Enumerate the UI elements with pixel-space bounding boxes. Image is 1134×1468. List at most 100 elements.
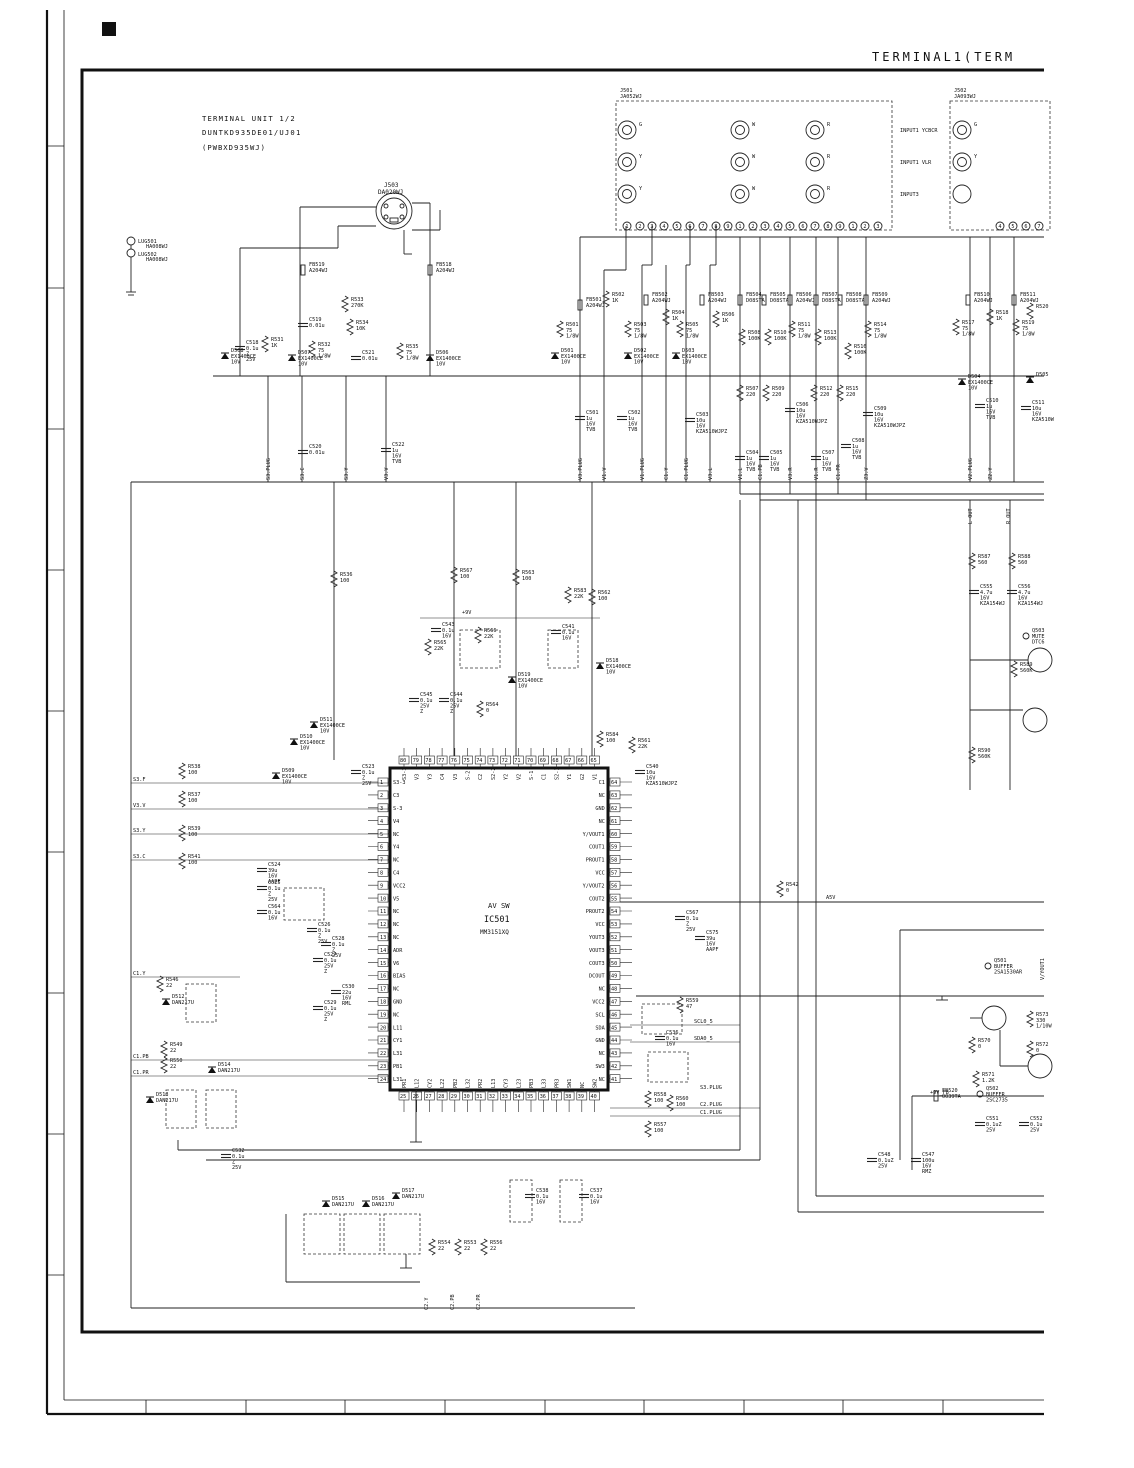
- component-value: 100: [654, 1128, 663, 1134]
- component-value: 75: [566, 328, 572, 334]
- component-ref: R590: [978, 748, 991, 754]
- component-value: 560K: [1020, 668, 1033, 674]
- rca-jack-outer: [805, 120, 825, 140]
- ic-pin-name: Y/VOUT1: [583, 832, 605, 838]
- component-value: 1/8W: [798, 334, 811, 340]
- component-value: EX1400CE: [968, 380, 993, 386]
- component-ref: R584: [606, 732, 619, 738]
- ic501-labels: AV SW IC501 MM3151XQ: [480, 901, 510, 936]
- net-label: V1.PLUG: [640, 458, 646, 480]
- ic-pin-name: PR2: [478, 1079, 484, 1088]
- svg-text:S3.F: S3.F: [133, 777, 146, 783]
- net-label: V1.R: [814, 467, 820, 480]
- component-ref: C503: [696, 412, 709, 418]
- ic-pin-name: S2-1: [554, 768, 560, 781]
- j501-pin-number: 8: [826, 224, 829, 230]
- component-value: 10V: [436, 362, 445, 368]
- component-value: 100: [522, 576, 531, 582]
- resistor-symbol: [1025, 1040, 1035, 1058]
- ic-pin-box: [609, 1061, 621, 1071]
- resistor-symbol: [985, 308, 995, 326]
- ic-pin-box: [436, 755, 448, 765]
- component-ref: R502: [612, 292, 625, 298]
- ic-pin-box: [512, 1091, 524, 1101]
- rca-jack-outer: [730, 120, 750, 140]
- component-value: 0.1uZ: [986, 1122, 1002, 1128]
- component-ref: D517: [402, 1188, 415, 1194]
- ferrite-bead-symbol: [761, 294, 767, 306]
- component-value: 1/8W: [686, 334, 699, 340]
- component-value: 330: [1036, 1018, 1045, 1024]
- ic-pin-name: PB2: [453, 1079, 459, 1088]
- ic-pin-name: L31: [393, 1077, 402, 1083]
- component-value: 100: [340, 578, 349, 584]
- ic-pin-number: 19: [380, 1012, 386, 1018]
- j501-jack-block: J501 JA052WJ INPUT1 YCBCR INPUT1 VLR INP…: [615, 88, 938, 231]
- ic-pin-number: 4: [380, 819, 383, 825]
- component-value: 16V: [1032, 412, 1041, 418]
- j501-pin-number: 4: [776, 224, 779, 230]
- component-ref: C511: [1032, 400, 1045, 406]
- component-value: BUFFER: [986, 1092, 1006, 1098]
- ic-pin-number: 15: [380, 961, 386, 967]
- component-value: 22: [170, 1048, 176, 1054]
- resistor-symbol: [155, 975, 165, 993]
- component-value: 0.1u: [420, 698, 433, 704]
- ic-pin-box: [576, 1091, 588, 1101]
- component-ref: R504: [672, 310, 685, 316]
- ic-pin-number: 24: [380, 1077, 386, 1083]
- resistor-symbol: [763, 328, 773, 346]
- ic-pin-number: 64: [611, 780, 617, 786]
- j501-pin-circle: [635, 221, 645, 231]
- component-value: 560: [978, 560, 987, 566]
- ic-pin-name: V1: [593, 774, 599, 780]
- resistor-symbol: [627, 736, 637, 754]
- component-value: RMZ: [922, 1169, 931, 1175]
- component-ref: R505: [686, 322, 699, 328]
- component-ref: D514: [218, 1062, 231, 1068]
- component-ref: C567: [686, 910, 699, 916]
- component-value: 0.1u: [324, 1006, 337, 1012]
- net-label: V3.R: [788, 467, 794, 480]
- component-value: 1u: [770, 456, 776, 462]
- component-ref: R550: [170, 1058, 183, 1064]
- component-value: 1/8W: [1022, 332, 1035, 338]
- resistor-symbol: [473, 626, 483, 644]
- ic-pin-number: 33: [502, 1094, 508, 1100]
- component-ref: FB501: [586, 297, 602, 303]
- component-value: 10u: [696, 418, 705, 424]
- net-label: Z2.Y: [988, 467, 994, 480]
- ic-pin-name: Y/VOUT2: [583, 883, 605, 889]
- ic-pin-name: NC: [393, 987, 399, 993]
- component-value: 0039TA: [942, 1094, 962, 1100]
- rca-jack-inner: [622, 189, 632, 199]
- component-value: 16V: [342, 996, 351, 1002]
- resistor-symbol: [177, 762, 187, 780]
- ic-pin-box: [609, 932, 621, 942]
- svg-text:LUG501: LUG501: [138, 239, 157, 245]
- component-value: 100: [188, 860, 197, 866]
- svg-text:V/YOUT1: V/YOUT1: [1040, 958, 1046, 980]
- ic-pin-number: 40: [591, 1094, 597, 1100]
- component-ref: R508: [748, 330, 761, 336]
- component-value: 75: [318, 348, 324, 354]
- component-value: 0.1u: [666, 1036, 679, 1042]
- ic-pin-box: [609, 842, 621, 851]
- ic-pin-name: C4: [393, 871, 399, 877]
- component-ref: R559: [686, 998, 699, 1004]
- component-value: 0.1u: [324, 958, 337, 964]
- ic-pin-box: [377, 1022, 389, 1032]
